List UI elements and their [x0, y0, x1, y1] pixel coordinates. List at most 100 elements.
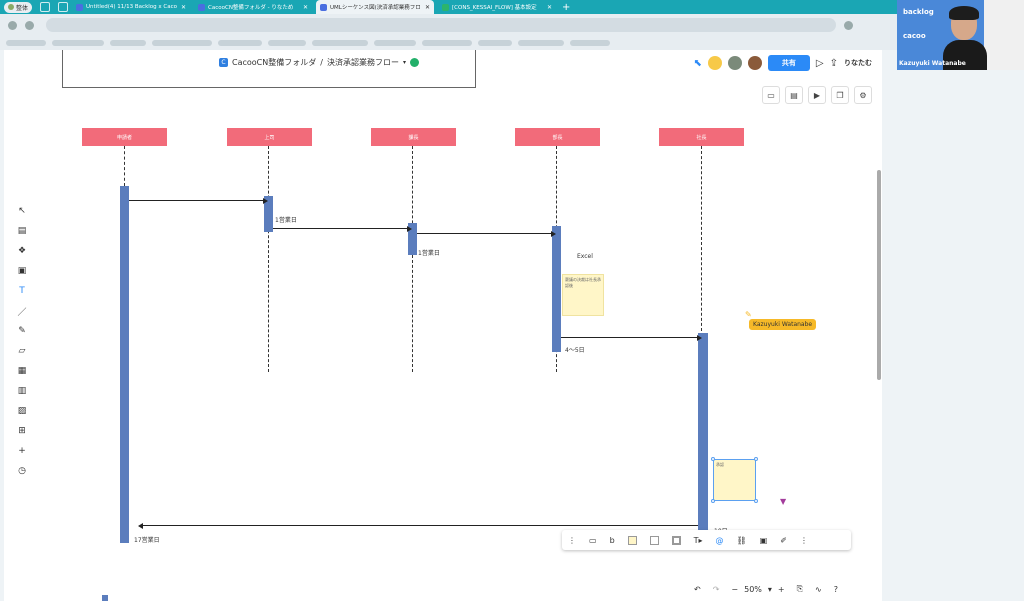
help-icon[interactable]: ? [833, 584, 838, 594]
workspaces-icon[interactable] [58, 2, 69, 12]
lifeline-head[interactable]: 部長 [515, 128, 600, 146]
editor-canvas[interactable]: C CacooCN整備フォルダ / 決済承認業務フロー ▾ ⬉ 共有 ▷ ⇪ り… [4, 50, 882, 601]
vertical-scrollbar[interactable] [877, 170, 881, 380]
resize-handle[interactable] [711, 499, 715, 503]
kanban-icon[interactable]: ▥ [17, 386, 27, 396]
resize-handle[interactable] [754, 457, 758, 461]
duration-label[interactable]: 1営業日 [275, 217, 297, 224]
activation-bar[interactable] [698, 333, 708, 540]
zoom-in-button[interactable]: + [777, 584, 785, 594]
avatar[interactable] [727, 56, 742, 70]
resize-handle[interactable] [711, 457, 715, 461]
activity-icon[interactable]: ∿ [815, 584, 822, 594]
folder-link[interactable]: CacooCN整備フォルダ [232, 58, 317, 67]
fill-color-swatch[interactable] [627, 535, 637, 545]
more-icon[interactable]: ⋮ [799, 535, 808, 545]
sticky-note[interactable]: 稟議の決裁は社長承認後 [562, 274, 604, 316]
sticky-note-selected[interactable]: 承認 [713, 459, 756, 501]
template-icon[interactable]: ▤ [17, 226, 27, 236]
close-icon[interactable]: ✕ [302, 3, 309, 11]
back-icon[interactable] [8, 20, 17, 30]
pages-icon[interactable]: ❐ [831, 86, 849, 104]
link-icon[interactable]: ⛓ [736, 535, 747, 545]
excel-label[interactable]: Excel [577, 253, 593, 260]
duration-label[interactable]: 1営業日 [418, 250, 440, 257]
layer-icon[interactable]: ▣ [759, 535, 768, 545]
resize-handle[interactable] [754, 499, 758, 503]
lifeline-head[interactable]: 上司 [227, 128, 312, 146]
refresh-icon[interactable] [25, 20, 34, 30]
bookmark-item[interactable] [52, 40, 104, 46]
browser-tab-3[interactable]: UMLシーケンス図(決済承認業務フロ✕ [316, 0, 435, 14]
sticky-note-icon[interactable]: ▱ [18, 346, 26, 356]
lifeline[interactable] [701, 146, 702, 336]
mention-icon[interactable]: @ [715, 535, 724, 545]
gear-icon[interactable]: ⚙ [854, 86, 872, 104]
bookmark-item[interactable] [152, 40, 212, 46]
bookmark-item[interactable] [6, 40, 46, 46]
bookmark-item[interactable] [478, 40, 512, 46]
zoom-level[interactable]: 50% [744, 584, 762, 594]
bookmark-item[interactable] [422, 40, 472, 46]
total-duration-label[interactable]: 17営業日 [134, 537, 160, 544]
extensions-icon[interactable] [844, 20, 853, 30]
activation-bar[interactable] [408, 223, 417, 255]
history-icon[interactable]: ⎘ [796, 584, 804, 593]
message-arrow[interactable] [417, 230, 556, 237]
plus-icon[interactable]: + [18, 446, 26, 456]
bookmark-item[interactable] [312, 40, 368, 46]
video-icon[interactable]: ▶ [808, 86, 826, 104]
message-arrow[interactable] [561, 334, 702, 341]
avatar[interactable] [747, 56, 762, 70]
stencil-icon[interactable]: ▣ [17, 266, 27, 276]
lifeline-head[interactable]: 課長 [371, 128, 456, 146]
frame-shape[interactable] [62, 50, 476, 88]
close-icon[interactable]: ✕ [546, 3, 553, 11]
bookmark-item[interactable] [518, 40, 564, 46]
chevron-down-icon[interactable]: ▾ [767, 584, 772, 594]
image-icon[interactable]: ▨ [17, 406, 27, 416]
browser-tab-2[interactable]: CacooCN整備フォルダ - りなため✕ [194, 0, 312, 14]
url-input[interactable] [46, 18, 836, 32]
activation-bar[interactable] [120, 186, 129, 543]
avatar[interactable] [707, 56, 722, 70]
timer-icon[interactable]: ◷ [18, 466, 26, 476]
card-icon[interactable]: ▭ [589, 535, 597, 545]
text-style-icon[interactable]: T▸ [693, 535, 703, 545]
play-icon[interactable]: ▷ [815, 57, 824, 69]
undo-icon[interactable]: ↶ [694, 584, 701, 594]
chat-icon[interactable]: ▤ [785, 86, 803, 104]
new-tab-button[interactable]: + [562, 1, 571, 13]
shapes-icon[interactable]: ❖ [17, 246, 27, 256]
lifeline-head[interactable]: 社長 [659, 128, 744, 146]
select-tool-icon[interactable]: ↖ [18, 206, 26, 216]
bookmark-item[interactable] [110, 40, 146, 46]
return-arrow[interactable] [138, 522, 698, 529]
bookmark-item[interactable] [218, 40, 262, 46]
browser-tab-1[interactable]: Untitled(4) 11/13 Backlog x Caco✕ [72, 0, 190, 14]
profile-button[interactable]: 整体 [4, 1, 33, 13]
duration-label[interactable]: 4〜5日 [565, 347, 585, 354]
export-icon[interactable]: ⇪ [829, 57, 838, 69]
border-width-swatch[interactable] [671, 535, 681, 545]
bookmark-item[interactable] [374, 40, 416, 46]
bookmark-item[interactable] [570, 40, 610, 46]
line-tool-icon[interactable]: ／ [17, 307, 27, 318]
message-arrow[interactable] [273, 225, 412, 232]
message-arrow[interactable] [129, 197, 268, 204]
activation-bar[interactable] [552, 226, 561, 352]
document-title[interactable]: 決済承認業務フロー [326, 58, 399, 67]
bold-icon[interactable]: b [609, 535, 615, 545]
text-tool-icon[interactable]: T [19, 286, 25, 296]
table-icon[interactable]: ▦ [17, 366, 27, 376]
user-name[interactable]: りなたむ [844, 59, 872, 67]
lifeline[interactable] [412, 146, 413, 372]
brush-icon[interactable]: ✐ [780, 535, 787, 545]
pen-tool-icon[interactable]: ✎ [18, 326, 26, 336]
lifeline-head[interactable]: 申請者 [82, 128, 167, 146]
drag-handle-icon[interactable]: ⋮ [568, 535, 576, 545]
close-icon[interactable]: ✕ [424, 3, 431, 11]
comment-icon[interactable]: ▭ [762, 86, 780, 104]
browser-tab-4[interactable]: [CONS_KESSAI_FLOW] 基本設定✕ [438, 0, 556, 14]
embed-icon[interactable]: ⊞ [18, 426, 26, 436]
